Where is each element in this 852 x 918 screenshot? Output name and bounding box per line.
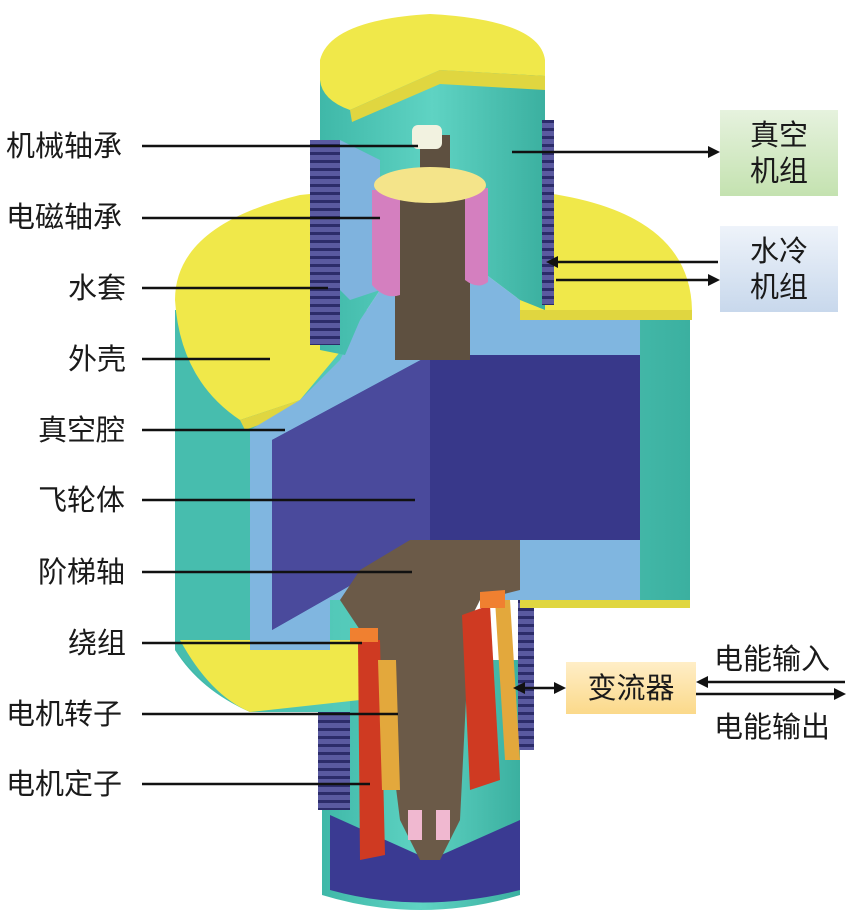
- vacuum-unit-line2: 机组: [749, 154, 808, 188]
- vacuum-unit-line1: 真空: [749, 118, 808, 152]
- arrowhead-converter-right: [554, 682, 566, 694]
- label-flywheel: 飞轮体: [38, 483, 126, 517]
- arrowhead-converter-left: [513, 682, 525, 694]
- power-output-label: 电能输出: [714, 710, 831, 744]
- label-motor-stator: 电机定子: [6, 767, 123, 801]
- converter-label: 变流器: [587, 671, 675, 705]
- label-water-jacket: 水套: [68, 271, 127, 305]
- arrowhead-water-in: [546, 256, 558, 268]
- label-winding: 绕组: [68, 626, 127, 660]
- leader-lines: [142, 144, 418, 786]
- magnetic-bearing-shape: [372, 167, 488, 840]
- vacuum-unit-box: 真空 机组: [720, 110, 838, 196]
- label-stepped-shaft: 阶梯轴: [38, 555, 126, 589]
- water-unit-line2: 机组: [749, 270, 808, 304]
- label-vacuum-chamber: 真空腔: [38, 413, 126, 447]
- converter-box: 变流器: [566, 662, 696, 714]
- right-arrows: [512, 146, 846, 700]
- motor: [350, 590, 520, 860]
- power-input-label: 电能输入: [714, 642, 831, 676]
- arrowhead-power-output: [834, 688, 846, 700]
- arrowhead-water-out: [708, 274, 720, 286]
- water-cooling-unit-box: 水冷 机组: [720, 226, 838, 312]
- label-magnetic-bearing: 电磁轴承: [6, 200, 123, 234]
- label-housing: 外壳: [68, 342, 127, 376]
- arrowhead-vacuum: [708, 146, 720, 158]
- water-unit-line1: 水冷: [749, 234, 808, 268]
- label-mechanical-bearing: 机械轴承: [6, 129, 123, 163]
- label-motor-rotor: 电机转子: [6, 697, 123, 731]
- arrowhead-power-input: [696, 676, 708, 688]
